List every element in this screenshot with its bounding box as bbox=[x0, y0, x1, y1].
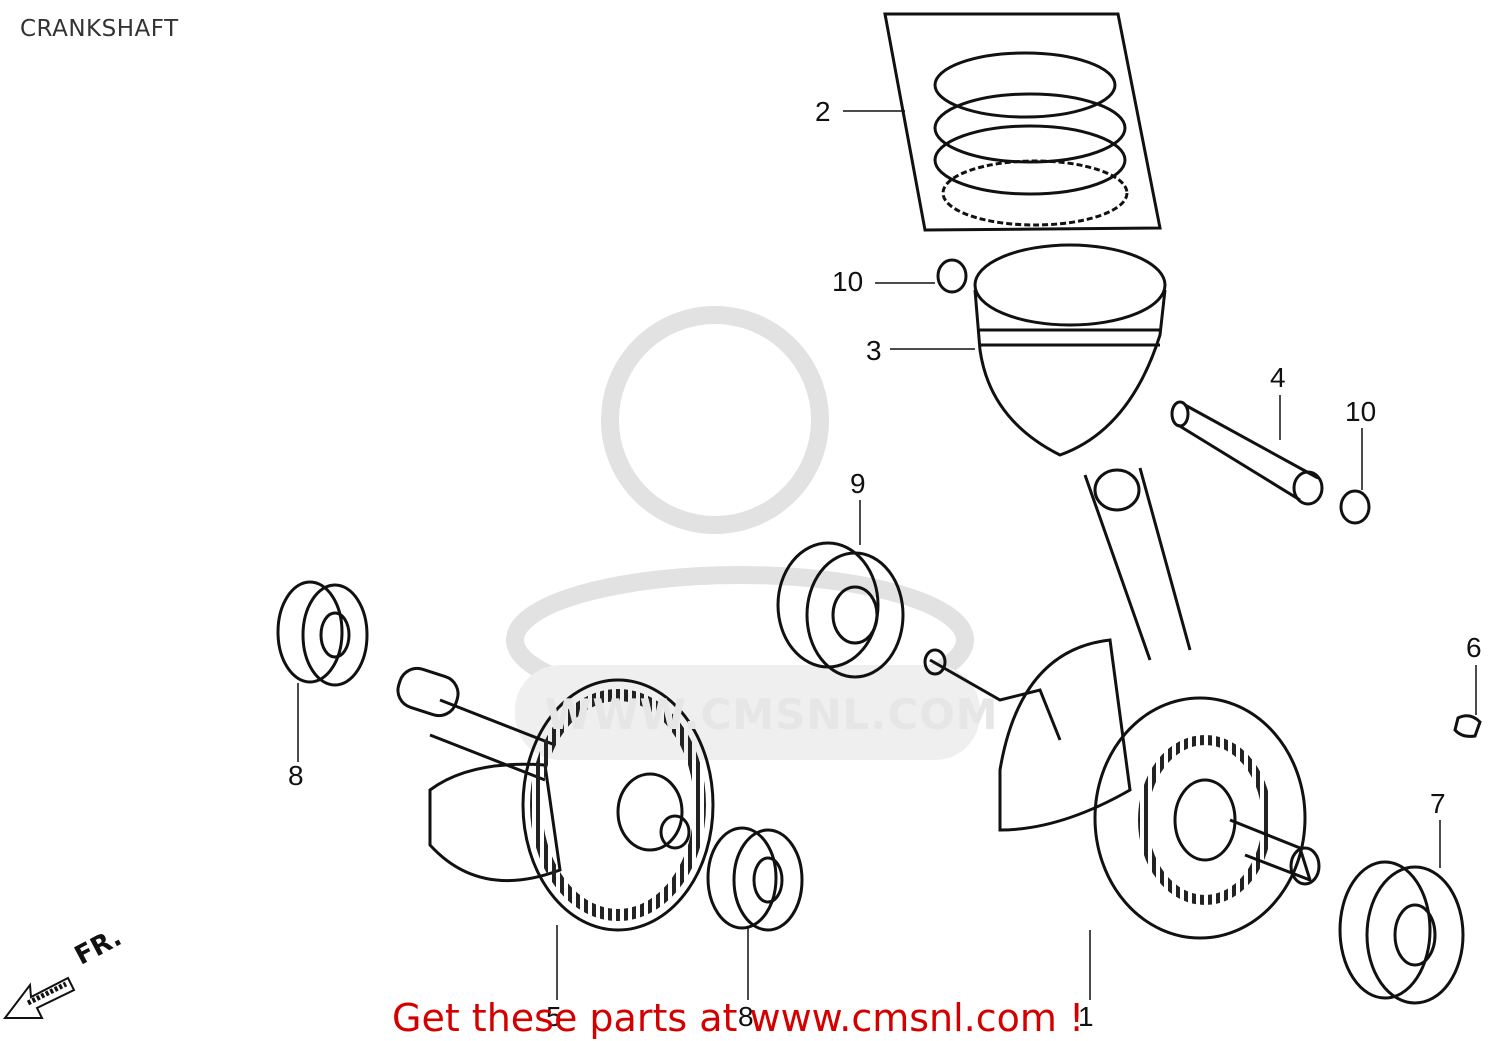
piston-pin-clip-upper bbox=[936, 258, 968, 294]
balancer-shaft bbox=[396, 666, 715, 932]
bearing-8-left bbox=[276, 580, 369, 687]
piston bbox=[973, 243, 1167, 457]
callout-bearing-7: 7 bbox=[1430, 788, 1446, 819]
callout-bearing-8-left: 8 bbox=[288, 760, 304, 791]
callout-bearing-9: 9 bbox=[850, 468, 866, 499]
callout-clip-upper: 10 bbox=[832, 266, 864, 297]
page-title: CRANKSHAFT bbox=[20, 16, 179, 42]
leader-lines bbox=[297, 110, 1477, 1000]
piston-pin bbox=[1170, 400, 1324, 506]
footer-banner-link[interactable]: Get these parts at www.cmsnl.com ! bbox=[392, 996, 1085, 1040]
piston-ring-set bbox=[883, 12, 1162, 232]
bearing-9 bbox=[776, 541, 905, 679]
callout-clip-lower: 10 bbox=[1345, 396, 1377, 427]
woodruff-key bbox=[1453, 714, 1482, 738]
bearing-8-bottom bbox=[706, 826, 804, 932]
watermark-url: WWW.CMSNL.COM bbox=[545, 690, 999, 739]
callout-piston: 3 bbox=[866, 335, 882, 366]
callout-piston-ring-set: 2 bbox=[815, 96, 831, 127]
watermark-logo bbox=[506, 306, 980, 760]
callout-woodruff-key: 6 bbox=[1466, 632, 1482, 663]
callout-bearing-8-bottom: 8 bbox=[738, 1001, 754, 1032]
piston-pin-clip-lower bbox=[1339, 489, 1371, 525]
callout-crankshaft: 1 bbox=[1078, 1001, 1094, 1032]
callout-balancer-shaft: 5 bbox=[546, 1001, 562, 1032]
crankshaft-assembly bbox=[923, 467, 1321, 940]
callout-piston-pin: 4 bbox=[1270, 362, 1286, 393]
front-direction-arrow bbox=[2, 976, 76, 1019]
bearing-7 bbox=[1338, 860, 1465, 1005]
